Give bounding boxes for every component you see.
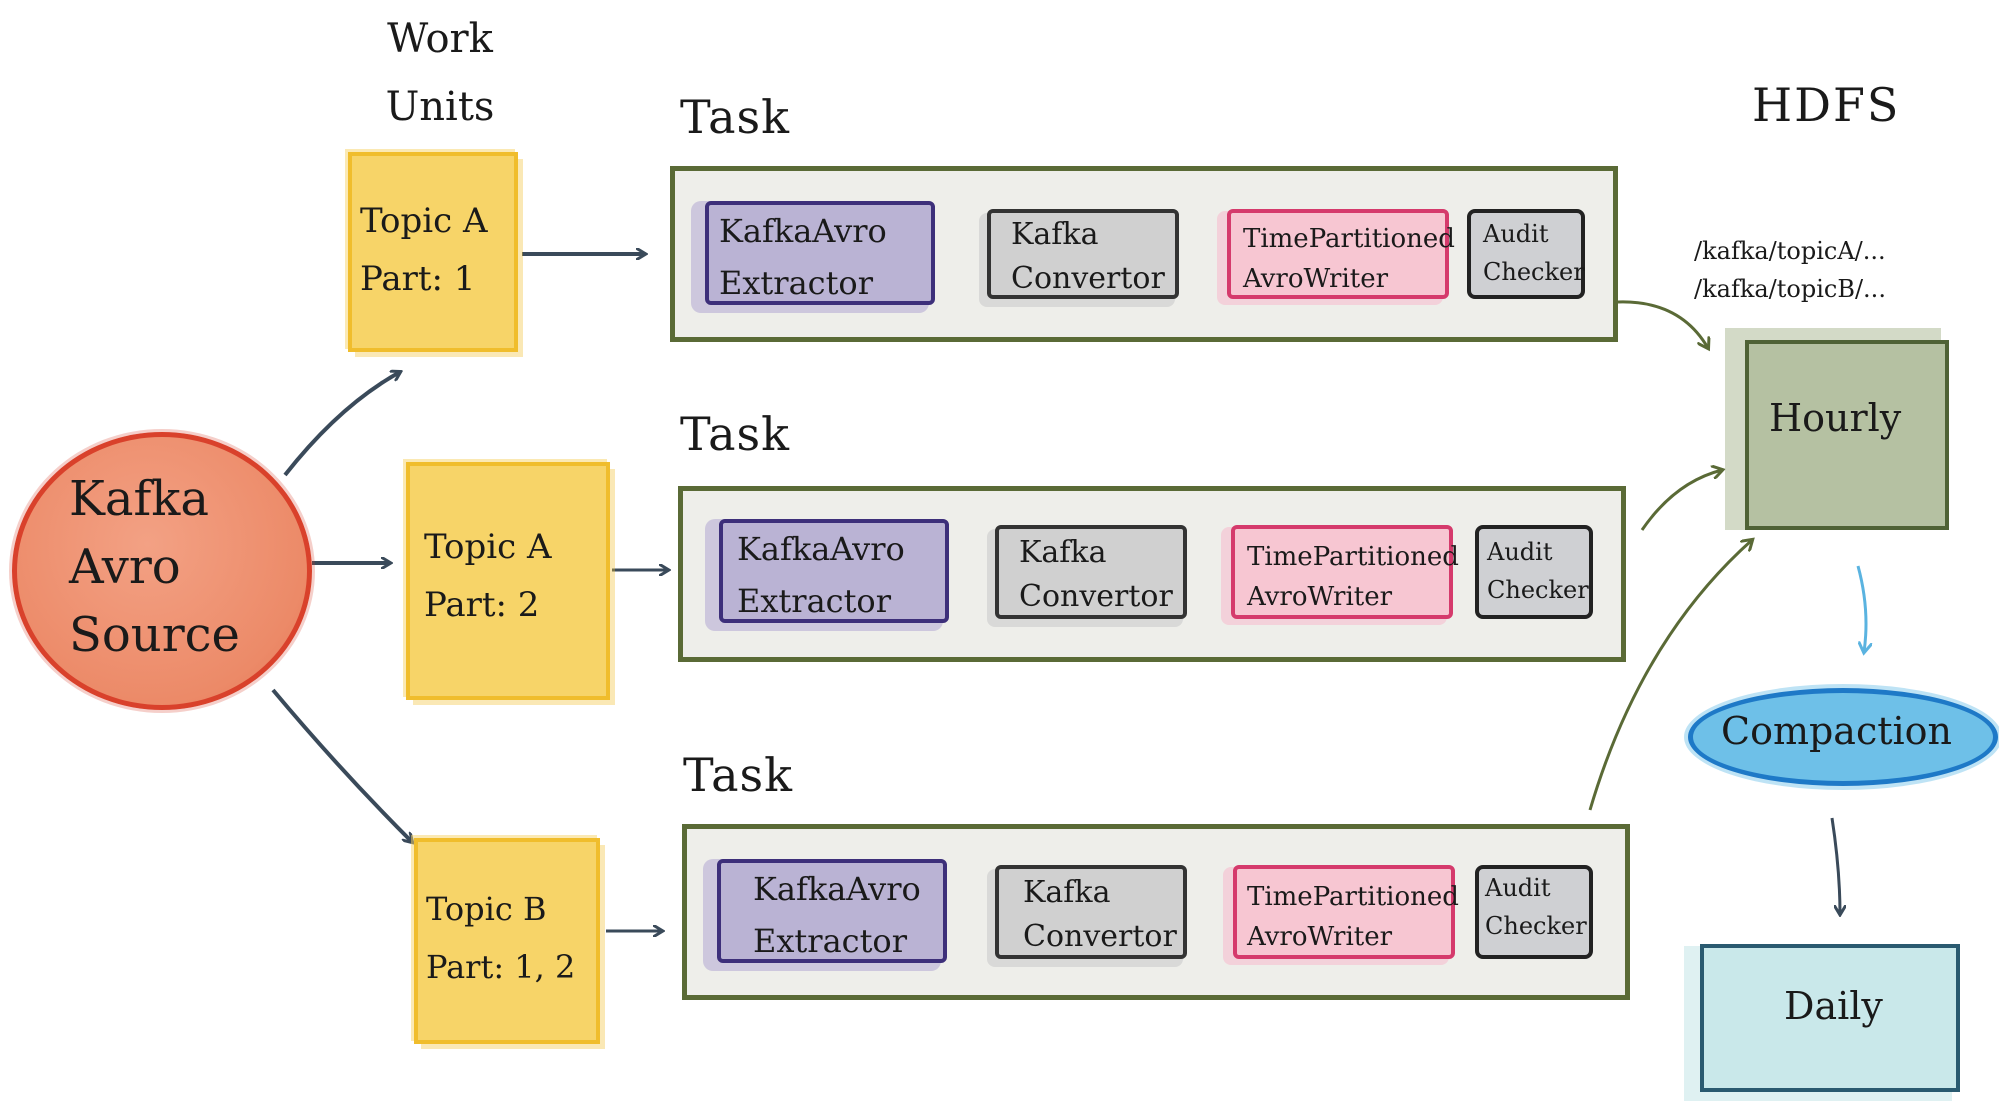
audit-checker: Audit Checker [1475, 865, 1593, 959]
work-unit-line1: Topic A [360, 201, 488, 241]
convertor-label-line1: Kafka [1011, 217, 1099, 252]
checker-label-line2: Checker [1485, 912, 1587, 940]
source-label: Kafka Avro Source [69, 465, 240, 669]
audit-checker: Audit Checker [1467, 209, 1585, 299]
extractor-label-line2: Extractor [737, 582, 891, 620]
source-label-line1: Kafka [69, 471, 209, 527]
kafka-avro-extractor: KafkaAvro Extractor [717, 859, 947, 963]
arrow-source-to-wu1 [283, 372, 400, 477]
writer-label-line1: TimePartitioned [1247, 882, 1459, 912]
compaction-job: Compaction [1688, 688, 1998, 786]
time-partitioned-avro-writer: TimePartitioned AvroWriter [1233, 865, 1459, 959]
task-heading: Task [680, 407, 791, 461]
kafka-avro-source: Kafka Avro Source [12, 432, 312, 710]
source-label-line3: Source [69, 607, 240, 663]
daily-label: Daily [1784, 984, 1883, 1028]
work-unit-topic-a-part-2: Topic A Part: 2 [406, 462, 610, 700]
work-unit-line2: Part: 1 [360, 259, 476, 299]
hdfs-heading: HDFS [1752, 78, 1901, 132]
convertor-label-line1: Kafka [1023, 875, 1111, 910]
work-units-heading-line2: Units [385, 84, 495, 130]
task-heading: Task [683, 748, 794, 802]
work-unit-line2: Part: 1, 2 [426, 948, 576, 986]
audit-checker: Audit Checker [1475, 525, 1593, 619]
arrow-compaction-to-daily [1830, 817, 1840, 914]
source-label-line2: Avro [69, 539, 181, 595]
work-unit-topic-b-part-1-2: Topic B Part: 1, 2 [414, 838, 600, 1044]
hourly-store: Hourly [1745, 340, 1949, 530]
hdfs-paths: /kafka/topicA/... /kafka/topicB/... [1694, 232, 1886, 308]
checker-label-line1: Audit [1487, 538, 1553, 566]
hdfs-path-topic-b: /kafka/topicB/... [1694, 275, 1886, 303]
task-heading: Task [680, 90, 791, 144]
time-partitioned-avro-writer: TimePartitioned AvroWriter [1231, 525, 1459, 619]
writer-label-line1: TimePartitioned [1243, 224, 1455, 254]
compaction-label: Compaction [1721, 709, 1953, 753]
daily-store: Daily [1700, 944, 1960, 1092]
checker-label-line1: Audit [1485, 874, 1551, 902]
checker-label-line2: Checker [1487, 576, 1589, 604]
writer-label-line2: AvroWriter [1247, 922, 1393, 952]
checker-label-line2: Checker [1483, 258, 1585, 286]
work-units-heading: Work Units [340, 5, 540, 141]
writer-label-line2: AvroWriter [1247, 582, 1393, 612]
convertor-label-line2: Convertor [1019, 579, 1173, 614]
extractor-label-line2: Extractor [753, 922, 907, 960]
checker-label-line1: Audit [1483, 220, 1549, 248]
extractor-label-line1: KafkaAvro [719, 212, 887, 250]
work-unit-label: Topic B Part: 1, 2 [426, 880, 575, 996]
kafka-convertor: Kafka Convertor [987, 209, 1179, 299]
work-unit-line1: Topic A [424, 527, 552, 567]
hdfs-path-topic-a: /kafka/topicA/... [1694, 237, 1886, 265]
arrow-task2-to-hourly [1640, 470, 1722, 531]
time-partitioned-avro-writer: TimePartitioned AvroWriter [1227, 209, 1455, 299]
arrow-source-to-wu3 [271, 688, 412, 842]
convertor-label-line2: Convertor [1023, 919, 1177, 954]
kafka-convertor: Kafka Convertor [995, 525, 1187, 619]
task-container: KafkaAvro Extractor Kafka Convertor Time… [682, 824, 1630, 1000]
kafka-convertor: Kafka Convertor [995, 865, 1187, 959]
kafka-avro-extractor: KafkaAvro Extractor [705, 201, 935, 305]
extractor-label-line1: KafkaAvro [753, 870, 921, 908]
writer-label-line1: TimePartitioned [1247, 542, 1459, 572]
work-units-heading-line1: Work [387, 16, 493, 62]
arrow-task1-to-hourly [1617, 300, 1708, 348]
work-unit-label: Topic A Part: 2 [424, 518, 552, 634]
convertor-label-line1: Kafka [1019, 535, 1107, 570]
arrow-task3-to-hourly [1588, 540, 1752, 811]
convertor-label-line2: Convertor [1011, 261, 1165, 296]
task-container: KafkaAvro Extractor Kafka Convertor Time… [678, 486, 1626, 662]
writer-label-line2: AvroWriter [1243, 264, 1389, 294]
arrow-hourly-to-compaction [1856, 565, 1866, 652]
work-unit-line2: Part: 2 [424, 585, 540, 625]
extractor-label-line2: Extractor [719, 264, 873, 302]
hourly-label: Hourly [1769, 396, 1902, 440]
work-unit-line1: Topic B [426, 890, 547, 928]
work-unit-topic-a-part-1: Topic A Part: 1 [348, 152, 518, 352]
extractor-label-line1: KafkaAvro [737, 530, 905, 568]
kafka-avro-extractor: KafkaAvro Extractor [719, 519, 949, 623]
task-container: KafkaAvro Extractor Kafka Convertor Time… [670, 166, 1618, 342]
work-unit-label: Topic A Part: 1 [360, 192, 488, 308]
